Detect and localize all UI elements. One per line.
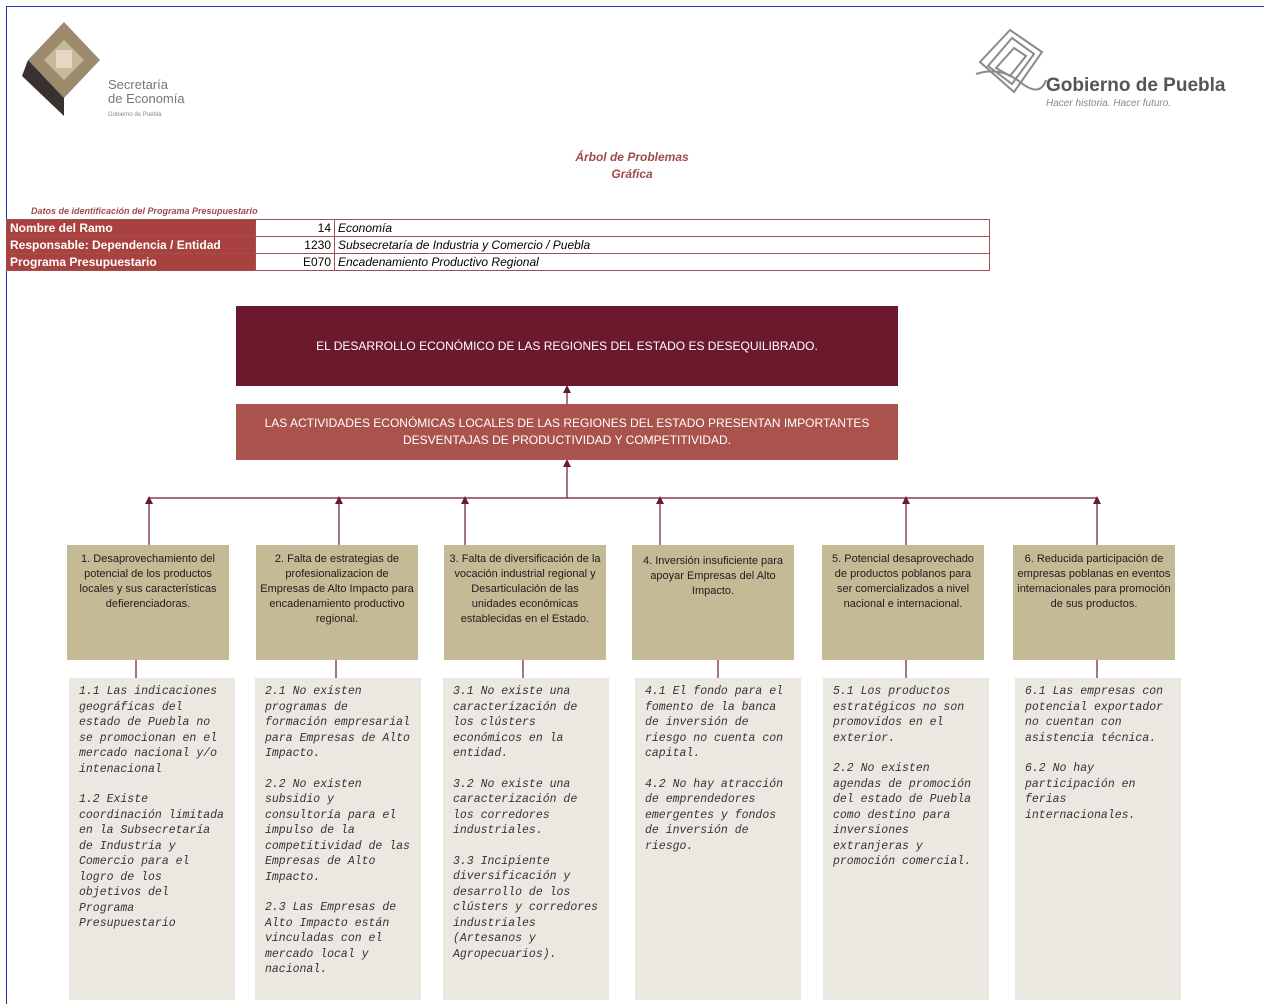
row-value: Encadenamiento Productivo Regional bbox=[334, 253, 990, 271]
subcause-text: 2.1 No existen programas de formación em… bbox=[265, 685, 410, 760]
identification-caption: Datos de identificación del Programa Pre… bbox=[31, 206, 258, 216]
subcause-text: 3.3 Incipiente diversificación y desarro… bbox=[453, 854, 598, 961]
cause-box-5: 5. Potencial desaprovechado de productos… bbox=[822, 545, 984, 660]
subcause-text: 1.1 Las indicaciones geográficas del est… bbox=[79, 685, 218, 776]
effect-box: EL DESARROLLO ECONÓMICO DE LAS REGIONES … bbox=[236, 306, 898, 386]
page-title: Árbol de Problemas bbox=[575, 150, 689, 164]
subcause-text: 4.2 No hay atracción de emprendedores em… bbox=[645, 777, 784, 853]
subcause-text: 3.2 No existe una caracterización de los… bbox=[453, 777, 578, 838]
subcause-text: 4.1 El fondo para el fomento de la banca… bbox=[645, 685, 784, 760]
gobierno-puebla-logo: Gobierno de Puebla Hacer historia. Hacer… bbox=[970, 22, 1260, 122]
cause-box-2: 2. Falta de estrategias de profesionaliz… bbox=[256, 545, 418, 660]
subcause-text: 6.2 No hay participación en ferias inter… bbox=[1025, 762, 1136, 822]
subcause-text: 2.2 No existen agendas de promoción del … bbox=[833, 762, 972, 868]
cause-box-3: 3. Falta de diversificación de la vocaci… bbox=[444, 545, 606, 660]
row-label: Responsable: Dependencia / Entidad bbox=[6, 236, 256, 254]
subcause-text: 1.2 Existe coordinación limitada en la S… bbox=[79, 793, 224, 930]
subcause-box-4: 4.1 El fondo para el fomento de la banca… bbox=[635, 678, 801, 1000]
cause-box-1: 1. Desaprovechamiento del potencial de l… bbox=[67, 545, 229, 660]
subcause-box-2: 2.1 No existen programas de formación em… bbox=[255, 678, 421, 1000]
subcause-box-3: 3.1 No existe una caracterización de los… bbox=[443, 678, 609, 1000]
cause-box-6: 6. Reducida participación de empresas po… bbox=[1013, 545, 1175, 660]
subcause-box-5: 5.1 Los productos estratégicos no son pr… bbox=[823, 678, 989, 1000]
subcause-text: 2.2 No existen subsidio y consultoría pa… bbox=[265, 777, 410, 884]
row-code: E070 bbox=[255, 253, 335, 271]
table-row: Nombre del Ramo 14 Economía bbox=[6, 219, 990, 237]
subcause-text: 5.1 Los productos estratégicos no son pr… bbox=[833, 685, 965, 745]
cause-box-4: 4. Inversión insuficiente para apoyar Em… bbox=[632, 545, 794, 660]
identification-table: Nombre del Ramo 14 Economía Responsable:… bbox=[6, 219, 990, 271]
table-row: Responsable: Dependencia / Entidad 1230 … bbox=[6, 236, 990, 254]
row-label: Programa Presupuestario bbox=[6, 253, 256, 271]
subcause-text: 6.1 Las empresas con potencial exportado… bbox=[1025, 685, 1164, 745]
table-row: Programa Presupuestario E070 Encadenamie… bbox=[6, 253, 990, 271]
row-label: Nombre del Ramo bbox=[6, 219, 256, 237]
subcause-box-6: 6.1 Las empresas con potencial exportado… bbox=[1015, 678, 1181, 1000]
page-subtitle: Gráfica bbox=[611, 167, 653, 181]
central-problem-box: LAS ACTIVIDADES ECONÓMICAS LOCALES DE LA… bbox=[236, 404, 898, 460]
logo-left-line3: Gobierno de Puebla bbox=[108, 112, 162, 118]
gobierno-puebla-slogan: Hacer historia. Hacer futuro. bbox=[1046, 98, 1172, 109]
subcause-text: 2.3 Las Empresas de Alto Impacto están v… bbox=[265, 901, 397, 976]
logo-left-line2: de Economía bbox=[108, 91, 185, 106]
gobierno-puebla-name: Gobierno de Puebla bbox=[1046, 75, 1226, 96]
puebla-emblem-icon bbox=[975, 28, 1047, 94]
page-frame bbox=[6, 6, 1264, 1004]
logo-left-line1: Secretaría bbox=[108, 77, 168, 92]
economia-emblem-icon bbox=[22, 22, 100, 116]
subcause-text: 3.1 No existe una caracterización de los… bbox=[453, 685, 578, 760]
secretaria-economia-logo: Secretaría de Economía Gobierno de Puebl… bbox=[22, 20, 222, 130]
subcause-box-1: 1.1 Las indicaciones geográficas del est… bbox=[69, 678, 235, 1000]
